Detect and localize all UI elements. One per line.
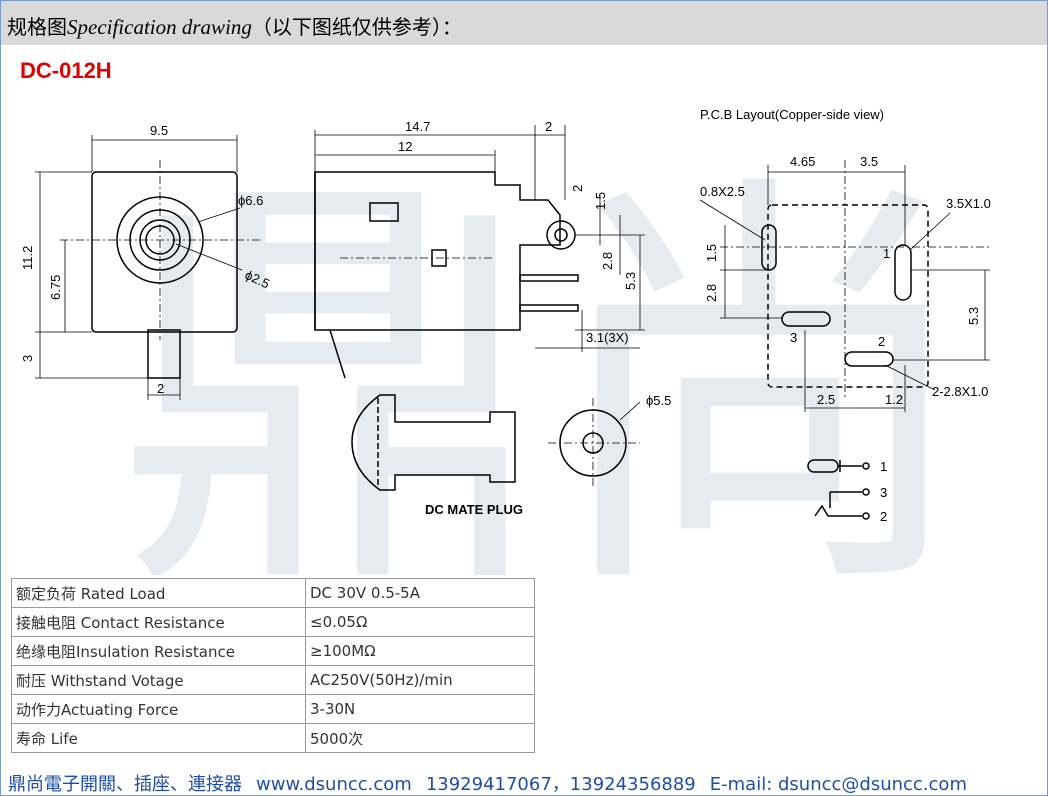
spec-value: AC250V(50Hz)/min <box>305 665 535 695</box>
dim-front-pin-len: 3 <box>20 355 35 362</box>
dim-front-center: 6.75 <box>48 275 63 300</box>
plug-label: DC MATE PLUG <box>425 502 523 517</box>
dim-pcb-v2: 2.8 <box>704 284 719 302</box>
footer-website[interactable]: www.dsuncc.com <box>256 774 412 795</box>
side-view <box>314 125 645 379</box>
pcb-layout <box>699 160 990 412</box>
dim-pcb-w2: 3.5 <box>860 154 878 169</box>
dim-side-d1: 2 <box>570 185 585 192</box>
dim-side-body: 12 <box>398 139 412 154</box>
dim-pcb-slot-b: 3.5X1.0 <box>946 196 991 211</box>
spec-label: 动作力Actuating Force <box>11 694 306 724</box>
spec-label: 绝缘电阻Insulation Resistance <box>11 636 306 666</box>
schematic-pin-3: 3 <box>880 485 887 500</box>
dim-pcb-w1: 4.65 <box>790 154 815 169</box>
spec-value: DC 30V 0.5-5A <box>305 578 535 608</box>
spec-value: ≤0.05Ω <box>305 607 535 637</box>
dim-front-height: 11.2 <box>20 246 35 270</box>
dim-side-total: 14.7 <box>405 119 430 134</box>
spec-value: ≥100MΩ <box>305 636 535 666</box>
header-cn-prefix: 规格图 <box>7 15 67 39</box>
dim-side-tab: 2 <box>545 119 552 134</box>
dim-dia-outer: ϕ6.6 <box>238 193 263 208</box>
footer-company: 鼎尚電子開關、插座、連接器 <box>8 774 242 795</box>
spec-value: 5000次 <box>305 723 535 753</box>
watermark-logo: 鼎尚 <box>115 142 975 575</box>
dc-mate-plug <box>351 394 641 491</box>
front-view <box>35 135 260 400</box>
header-title: 规格图Specification drawing（以下图纸仅供参考）： <box>7 11 462 40</box>
dim-side-d2: 1.5 <box>593 192 608 210</box>
spec-row: 接触电阻 Contact Resistance≤0.05Ω <box>11 607 535 637</box>
dim-pcb-slot-c: 2-2.8X1.0 <box>932 384 988 399</box>
specification-drawing: 鼎尚 <box>20 107 991 575</box>
pcb-pin-2: 2 <box>878 334 885 349</box>
header-cn-suffix: （以下图纸仅供参考）： <box>251 15 462 39</box>
dim-front-pin-w: 2 <box>157 381 164 396</box>
spec-value: 3-30N <box>305 694 535 724</box>
pcb-pin-3: 3 <box>790 330 797 345</box>
footer-contact: 鼎尚電子開關、插座、連接器 www.dsuncc.com 13929417067，1… <box>8 770 981 796</box>
plug-dia: ϕ5.5 <box>646 393 671 408</box>
dim-pcb-v1: 1.5 <box>704 244 719 262</box>
spec-label: 接触电阻 Contact Resistance <box>11 607 306 637</box>
header-bar: 规格图Specification drawing（以下图纸仅供参考）： <box>1 1 1047 45</box>
pcb-pin-1: 1 <box>883 246 890 261</box>
spec-label: 额定负荷 Rated Load <box>11 578 306 608</box>
dim-pcb-slot-a: 0.8X2.5 <box>700 184 745 199</box>
spec-label: 耐压 Withstand Votage <box>11 665 306 695</box>
schematic-pin-1: 1 <box>880 459 887 474</box>
pcb-title: P.C.B Layout(Copper-side view) <box>700 107 884 122</box>
dim-pcb-h2: 1.2 <box>885 392 903 407</box>
footer-phones: 13929417067，13924356889 <box>425 774 696 795</box>
dim-front-width: 9.5 <box>150 123 168 138</box>
dim-pcb-v3: 5.3 <box>966 307 981 325</box>
spec-row: 绝缘电阻Insulation Resistance≥100MΩ <box>11 636 535 666</box>
footer-email[interactable]: E-mail: dsuncc@dsuncc.com <box>709 774 967 795</box>
dim-side-pin-spacing: 3.1(3X) <box>586 330 629 345</box>
contact-schematic <box>807 459 870 520</box>
schematic-pin-2: 2 <box>880 509 887 524</box>
part-number: DC-012H <box>20 58 112 83</box>
header-en-title: Specification drawing <box>67 15 252 39</box>
dim-side-d4: 5.3 <box>623 272 638 290</box>
spec-label: 寿命 Life <box>11 723 306 753</box>
dim-side-d3: 2.8 <box>600 252 615 270</box>
dim-pcb-h1: 2.5 <box>817 392 835 407</box>
